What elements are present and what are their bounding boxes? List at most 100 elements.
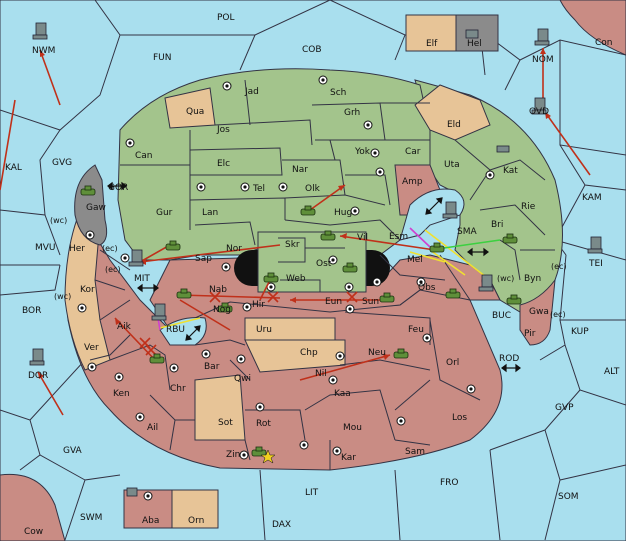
label-hel: Hel bbox=[467, 39, 482, 49]
coast-connections bbox=[107, 181, 521, 373]
label-elc: Elc bbox=[217, 159, 230, 169]
label-dor: DOR bbox=[28, 371, 48, 381]
fleet-icon[interactable] bbox=[465, 29, 479, 39]
label-ver: Ver bbox=[84, 343, 99, 353]
label-uta: Uta bbox=[444, 160, 460, 170]
label-som: SOM bbox=[558, 492, 579, 502]
label-ec-gwa: (ec) bbox=[550, 310, 566, 319]
army-icon[interactable] bbox=[149, 353, 165, 364]
label-amp: Amp bbox=[402, 177, 423, 187]
fleet-icon[interactable] bbox=[534, 28, 550, 46]
army-icon[interactable] bbox=[300, 205, 316, 216]
region-pir[interactable] bbox=[519, 278, 556, 346]
region-eld[interactable] bbox=[414, 84, 491, 141]
army-icon[interactable] bbox=[393, 348, 409, 359]
army-icon[interactable] bbox=[379, 292, 395, 303]
army-icon[interactable] bbox=[502, 233, 518, 244]
fleet-units bbox=[29, 22, 603, 497]
label-ec-her: (ec) bbox=[102, 244, 118, 253]
label-uru: Uru bbox=[256, 325, 272, 335]
label-gaw: Gaw bbox=[86, 203, 106, 213]
label-gva: GVA bbox=[63, 446, 83, 456]
army-icon[interactable] bbox=[429, 242, 445, 253]
region-orn[interactable] bbox=[171, 489, 219, 529]
army-icon[interactable] bbox=[342, 262, 358, 273]
label-nog: Nog bbox=[213, 305, 231, 315]
label-mel: Mel bbox=[407, 255, 423, 265]
label-ovd: OVD bbox=[529, 107, 549, 117]
army-units bbox=[80, 185, 522, 457]
label-car: Car bbox=[405, 147, 421, 157]
dislodged-marks bbox=[139, 291, 358, 356]
army-icon[interactable] bbox=[80, 185, 96, 196]
label-pol: POL bbox=[217, 13, 235, 23]
label-qua: Qua bbox=[186, 107, 204, 117]
label-rod: ROD bbox=[499, 354, 519, 364]
label-elf: Elf bbox=[426, 39, 438, 49]
label-orl: Orl bbox=[446, 358, 459, 368]
supply-centers bbox=[77, 75, 495, 501]
star-icon bbox=[260, 449, 276, 464]
label-gvg: GVG bbox=[52, 158, 72, 168]
label-chr: Chr bbox=[170, 384, 186, 394]
label-los: Los bbox=[452, 413, 467, 423]
central-land bbox=[117, 68, 431, 261]
label-mou: Mou bbox=[343, 423, 362, 433]
label-kam: KAM bbox=[582, 193, 602, 203]
fleet-icon[interactable] bbox=[478, 274, 494, 292]
fleet-icon[interactable] bbox=[151, 303, 167, 321]
fleet-icon[interactable] bbox=[128, 249, 144, 267]
region-cow[interactable] bbox=[0, 473, 66, 541]
label-sma: SMA bbox=[457, 227, 477, 237]
label-grh: Grh bbox=[344, 108, 360, 118]
label-wc-byn: (wc) bbox=[497, 274, 514, 283]
army-icon[interactable] bbox=[263, 272, 279, 283]
label-ec-byn: (ec) bbox=[551, 262, 567, 271]
fleet-icon[interactable] bbox=[126, 487, 138, 497]
army-icon[interactable] bbox=[217, 302, 233, 313]
label-eld: Eld bbox=[447, 120, 461, 130]
fleet-icon[interactable] bbox=[442, 201, 458, 219]
label-sun: Sun bbox=[362, 297, 379, 307]
label-gvp: GVP bbox=[555, 403, 574, 413]
fleet-icon[interactable] bbox=[531, 97, 547, 115]
fleet-icon[interactable] bbox=[496, 145, 510, 153]
label-rbu: RBU bbox=[166, 325, 185, 335]
fleet-icon[interactable] bbox=[587, 236, 603, 254]
label-feu: Feu bbox=[408, 325, 424, 335]
label-gur: Gur bbox=[156, 208, 173, 218]
label-nil: Nil bbox=[315, 369, 327, 379]
label-olk: Olk bbox=[305, 184, 321, 194]
label-nwm: NWM bbox=[32, 46, 55, 56]
label-chp: Chp bbox=[300, 348, 318, 358]
label-rie: Rie bbox=[521, 202, 536, 212]
label-nor: Nor bbox=[226, 244, 242, 254]
label-ost: Ost bbox=[316, 259, 332, 269]
label-pir: Pir bbox=[524, 329, 536, 339]
label-zin: Zin bbox=[226, 450, 240, 460]
move-orders bbox=[0, 48, 591, 416]
army-icon[interactable] bbox=[506, 294, 522, 305]
label-kup: KUP bbox=[571, 327, 589, 337]
label-dax: DAX bbox=[272, 520, 291, 530]
army-icon[interactable] bbox=[251, 446, 267, 457]
army-icon[interactable] bbox=[320, 230, 336, 241]
region-con[interactable] bbox=[559, 0, 626, 56]
label-kaa: Kaa bbox=[334, 389, 351, 399]
label-con: Con bbox=[595, 38, 613, 48]
army-icon[interactable] bbox=[176, 288, 192, 299]
label-sch: Sch bbox=[330, 88, 346, 98]
label-mvu: MVU bbox=[35, 243, 56, 253]
army-icon[interactable] bbox=[445, 288, 461, 299]
label-yok: Yok bbox=[354, 147, 371, 157]
army-icon[interactable] bbox=[165, 240, 181, 251]
fleet-icon[interactable] bbox=[29, 348, 45, 366]
region-sot[interactable] bbox=[194, 374, 246, 441]
region-elf[interactable] bbox=[405, 14, 457, 52]
fleet-icon[interactable] bbox=[32, 22, 48, 40]
label-fro: FRO bbox=[440, 478, 459, 488]
region-chp[interactable] bbox=[244, 339, 346, 373]
label-sot: Sot bbox=[218, 418, 233, 428]
